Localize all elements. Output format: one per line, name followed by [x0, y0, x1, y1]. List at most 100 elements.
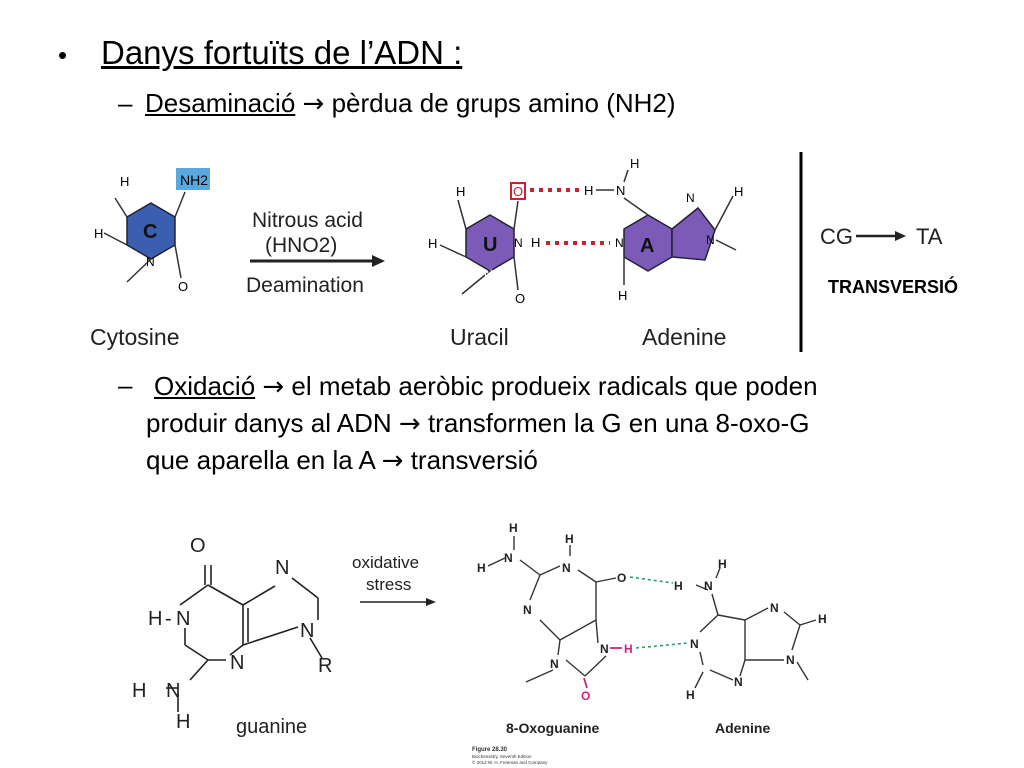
a2-n3: N	[734, 675, 743, 689]
o-highlight	[510, 182, 526, 200]
hbond-green-top	[629, 576, 674, 584]
oxidation-line2a: produir danys al ADN	[146, 408, 392, 438]
g-h1: H	[148, 608, 162, 630]
ring-a-label: A	[640, 235, 654, 257]
adenine-label-2: Adenine	[715, 720, 770, 736]
arrow-icon: →	[381, 446, 404, 476]
a-n3: N	[655, 266, 664, 280]
c-h-top: H	[120, 174, 129, 189]
g-r: R	[318, 655, 332, 677]
o-n3: N	[523, 603, 532, 617]
guanine-label: guanine	[236, 716, 307, 738]
a-h-bottom: H	[618, 288, 627, 303]
u-o-bottom: O	[515, 291, 525, 306]
a2-n9: N	[786, 653, 795, 667]
o-o6: O	[617, 571, 626, 585]
transition-from: CG	[820, 224, 853, 249]
cytosine-label: Cytosine	[90, 324, 179, 350]
a-n9: N	[706, 233, 715, 247]
transversio-label: TRANSVERSIÓ	[828, 276, 958, 297]
adenine-5ring	[671, 206, 716, 261]
fig-caption-1: Figure 28.30	[472, 747, 508, 753]
nh2-label: NH2	[180, 172, 208, 188]
arrow-icon: →	[262, 372, 285, 402]
a-h-nh: H	[584, 183, 593, 198]
u-o-top: O	[513, 184, 523, 199]
deamination-text: pèrdua de grups amino (NH2)	[331, 88, 676, 118]
g-n1: N	[176, 608, 190, 630]
arrow-icon: →	[398, 409, 421, 439]
a2-h-c2: H	[686, 688, 695, 702]
a2-h-c8: H	[818, 612, 827, 626]
fig-caption-3: © 2012 W. H. Freeman and Company	[472, 759, 548, 765]
o-n9: N	[550, 657, 559, 671]
oxo-c8-o	[583, 677, 588, 689]
g-h-amine: H	[132, 680, 146, 702]
a-n6: N	[616, 183, 625, 198]
a2-h-1: H	[674, 579, 683, 593]
slide-title: Danys fortuïts de l’ADN :	[101, 34, 463, 71]
transition-to: TA	[916, 224, 943, 249]
oxidation-paragraph: Oxidació → el metab aeròbic produeix rad…	[146, 368, 986, 479]
c-o: O	[178, 279, 188, 294]
reagent-line2: (HNO2)	[265, 234, 337, 257]
o-h-2: H	[477, 561, 486, 575]
o-h-3: H	[565, 532, 574, 546]
a-h-c8: H	[734, 184, 743, 199]
oxidative-line1: oxidative	[352, 553, 419, 572]
g-h-amine2: H	[176, 711, 190, 733]
o-o8: O	[581, 689, 590, 703]
reaction-label: Deamination	[246, 274, 364, 297]
fig-caption-2: Biochemistry, Seventh Edition	[472, 754, 532, 759]
c-h-left: H	[94, 226, 103, 241]
bullet-dot: •	[58, 40, 68, 70]
adenine-molecule: A H N H N N H N H N	[584, 156, 743, 303]
uracil-molecule: U O H H N H N O	[428, 182, 540, 306]
a2-n7: N	[770, 601, 779, 615]
a-n7: N	[686, 191, 695, 205]
o-n1: N	[562, 561, 571, 575]
g-n-amine: N	[166, 680, 180, 702]
adenine-label-1: Adenine	[642, 324, 726, 350]
hbond-green-bottom	[635, 642, 689, 649]
a2-n1: N	[690, 637, 699, 651]
nh2-highlight	[176, 168, 210, 190]
o-n7: N	[600, 642, 609, 656]
oxidation-line3b: transversió	[410, 445, 538, 475]
oxidation-line2b: transformen la G en una 8-oxo-G	[427, 408, 810, 438]
reagent-line1: Nitrous acid	[252, 209, 363, 232]
oxidation-line1: el metab aeròbic produeix radicals que p…	[291, 371, 818, 401]
o-h-n7: H	[624, 642, 633, 656]
oxidation-line3a: que aparella en la A	[146, 445, 375, 475]
g-n9: N	[300, 620, 314, 642]
g-n3: N	[230, 652, 244, 674]
deamination-line: Desaminació → pèrdua de grups amino (NH2…	[145, 88, 676, 119]
deamination-term: Desaminació	[145, 88, 296, 118]
oxoguanine-molecule	[487, 536, 617, 683]
oxoguanine-label: 8-Oxoguanine	[506, 720, 600, 736]
ring-c-label: C	[143, 221, 157, 243]
u-h-n: H	[531, 235, 540, 250]
dash-2: –	[118, 370, 133, 400]
u-h-left: H	[428, 236, 437, 251]
c-n3: N	[177, 223, 186, 237]
guanine-molecule	[166, 565, 323, 712]
cytosine-molecule: NH2 C H H N N O	[94, 168, 210, 294]
a-h-n6: H	[630, 156, 639, 171]
oxidation-term: Oxidació	[154, 371, 256, 401]
oxidative-line2: stress	[366, 575, 411, 594]
a-n1: N	[615, 236, 624, 250]
a2-n6: N	[704, 579, 713, 593]
arrow-icon: →	[302, 89, 325, 119]
uracil-label: Uracil	[450, 324, 509, 350]
dash-1: –	[118, 88, 133, 118]
o-h-1: H	[509, 521, 518, 535]
g-h1-dash: -	[165, 608, 172, 630]
g-n7: N	[275, 557, 289, 579]
a2-h-2: H	[718, 557, 727, 571]
u-n: N	[514, 236, 523, 250]
u-n1: N	[484, 267, 493, 281]
c-n1: N	[146, 255, 155, 269]
